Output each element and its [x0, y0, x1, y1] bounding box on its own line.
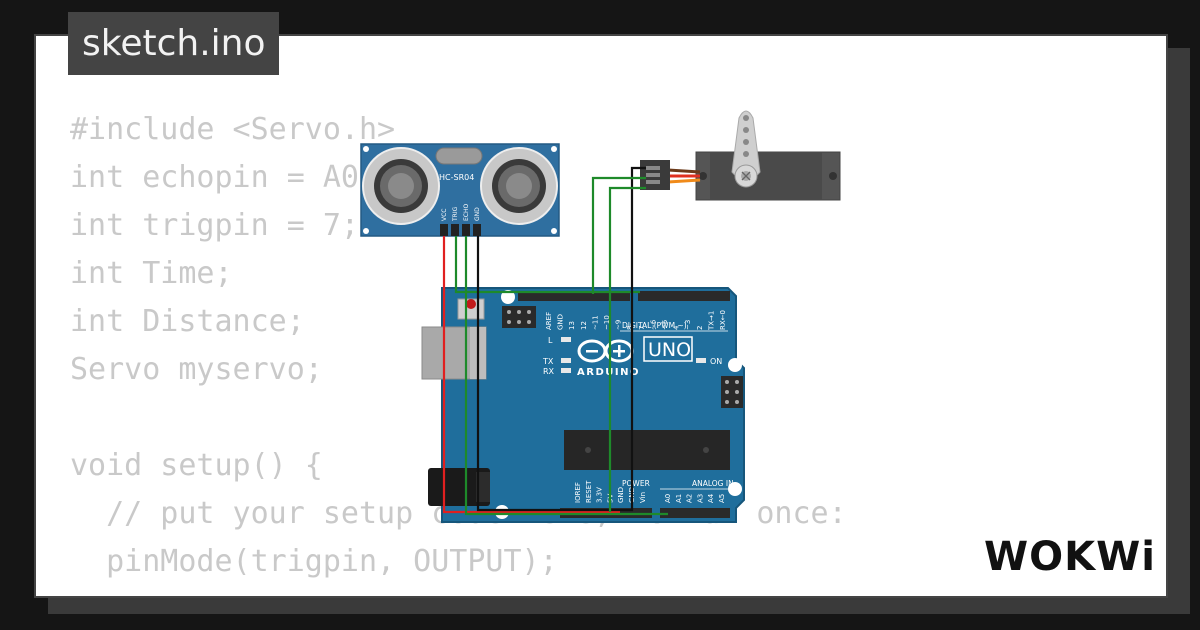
- uno-label: UNO: [648, 339, 691, 361]
- led-tx-label: TX: [542, 357, 554, 366]
- pin-label: TRIG: [452, 206, 459, 222]
- led-on-label: ON: [710, 357, 722, 366]
- pin-label: AREF: [545, 312, 553, 330]
- hc-sr04-sensor[interactable]: HC-SR04 VCC TRIG ECHO GND: [360, 143, 560, 237]
- pin-label: RESET: [585, 480, 593, 503]
- pin-label: 4: [673, 325, 681, 330]
- icsp-header-right: [721, 376, 743, 408]
- code-line: #include <Servo.h>: [70, 112, 396, 147]
- wokwi-logo-text: WOKWi: [984, 534, 1152, 580]
- led-l-label: L: [548, 336, 553, 345]
- code-line: int Distance;: [70, 304, 305, 339]
- sensor-label: HC-SR04: [439, 173, 474, 182]
- crystal-oscillator: [435, 147, 483, 165]
- pin-label: RX←0: [719, 310, 727, 330]
- pin-label: 12: [580, 321, 588, 330]
- code-line: int Time;: [70, 256, 233, 291]
- led-tx: [561, 358, 571, 363]
- wokwi-logo: WOKWi: [984, 534, 1152, 580]
- pin-label: ~11: [591, 315, 599, 330]
- pin-label: 13: [568, 321, 576, 330]
- file-tab[interactable]: sketch.ino: [68, 12, 280, 75]
- pin-label: Vin: [639, 492, 647, 503]
- arduino-uno-board[interactable]: L TX RX ON UNO ARDUINO DIGITAL (PWM ~) P…: [421, 287, 745, 523]
- pin-label: 3.3V: [596, 487, 604, 503]
- led-l: [561, 337, 571, 342]
- icsp-header: [502, 306, 536, 328]
- led-on: [696, 358, 706, 363]
- sensor-pin-labels: VCC TRIG ECHO GND: [441, 204, 481, 222]
- sensor-pins: [440, 224, 481, 236]
- wires: [442, 166, 668, 516]
- uno-badge: [643, 336, 693, 362]
- wire-servo-vcc: [608, 186, 646, 512]
- arduino-label: ARDUINO: [577, 367, 640, 378]
- mounting-hole: [728, 482, 742, 496]
- pin-label: A1: [675, 494, 683, 503]
- pin-label: GND: [617, 487, 625, 503]
- pin-label: ~5: [661, 320, 669, 330]
- pin-label: A3: [696, 494, 704, 503]
- pin-label: ~10: [603, 315, 611, 330]
- mounting-hole: [728, 358, 742, 372]
- digital-header-label: DIGITAL (PWM ~): [622, 321, 687, 330]
- code-line: pinMode(trigpin, OUTPUT);: [70, 544, 558, 579]
- pin-label: GND: [474, 207, 481, 221]
- code-line: int trigpin = 7;: [70, 208, 359, 243]
- pin-label: ECHO: [463, 204, 470, 221]
- pin-label: IOREF: [574, 482, 582, 503]
- pin-label: A4: [707, 493, 715, 503]
- wire-trig-7: [454, 236, 640, 294]
- mounting-hole: [501, 290, 515, 304]
- power-label: POWER: [622, 479, 650, 488]
- pin-label: A0: [664, 494, 672, 503]
- pin-label: 8: [626, 326, 634, 330]
- pin-label: ~9: [615, 320, 623, 330]
- pin-label: 7: [638, 326, 646, 330]
- atmega-chip: [564, 430, 730, 470]
- wire-vcc-5v: [442, 236, 620, 514]
- servo-motor[interactable]: [640, 110, 841, 201]
- wire-echo-a0: [464, 236, 668, 516]
- led-rx: [561, 368, 571, 373]
- code-line: pinMode(echopin, INPUT);: [70, 586, 847, 596]
- pin-label: A5: [718, 494, 726, 503]
- pin-label: VCC: [441, 209, 448, 221]
- wire-servo-signal: [591, 176, 646, 294]
- pin-label: ~3: [684, 320, 692, 330]
- pin-label: A2: [686, 494, 694, 503]
- transducer-left: [362, 147, 440, 225]
- pin-label: GND: [557, 314, 565, 330]
- servo-horn: [731, 110, 761, 188]
- pin-label: ~6: [649, 319, 657, 330]
- code-line: void setup() {: [70, 448, 323, 483]
- wire-gnd-gnd: [476, 166, 646, 512]
- digital-header: [518, 291, 730, 301]
- analog-label: ANALOG IN: [692, 479, 734, 488]
- pin-label: 2: [696, 326, 704, 330]
- transducer-right: [480, 147, 558, 225]
- code-line: Servo myservo;: [70, 352, 323, 387]
- pin-label: TX→1: [707, 311, 715, 331]
- led-rx-label: RX: [543, 367, 555, 376]
